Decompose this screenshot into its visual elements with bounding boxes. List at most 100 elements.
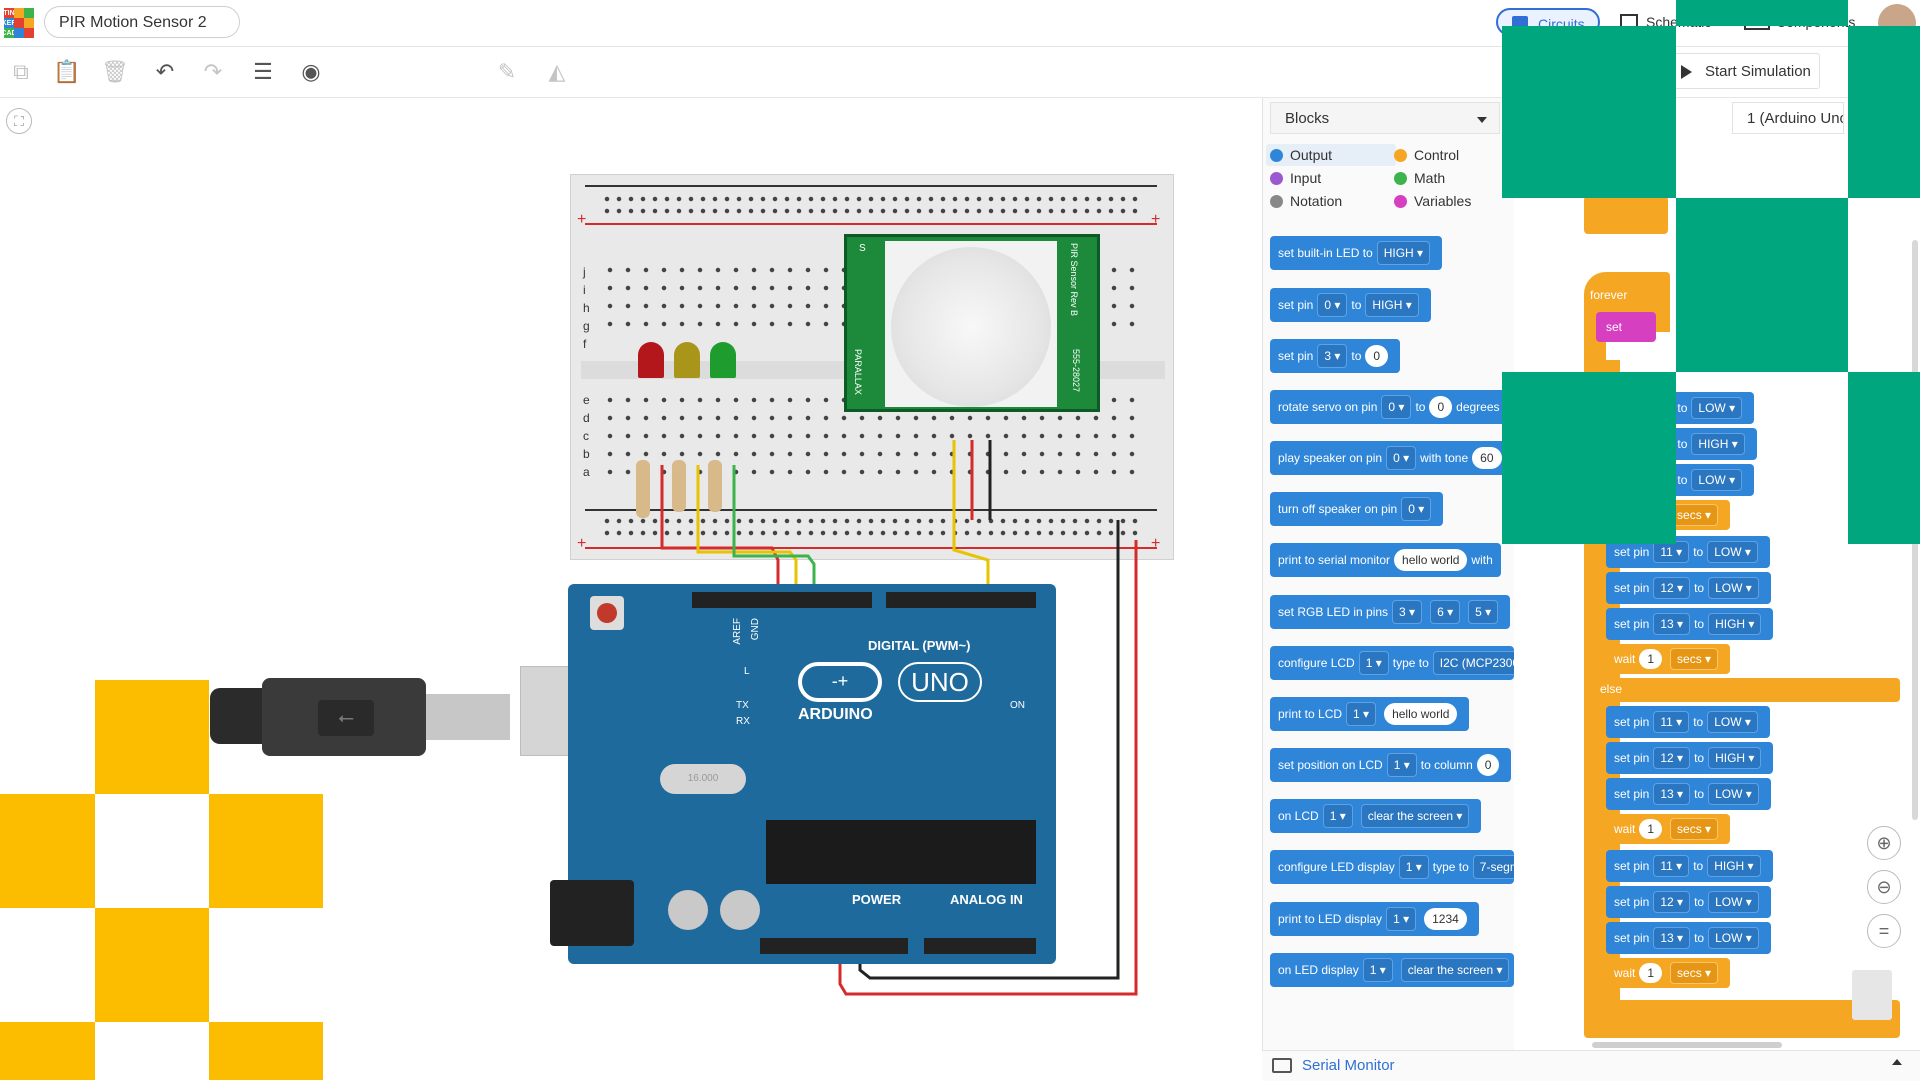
- pin-dropdown[interactable]: 11 ▾: [1653, 541, 1690, 563]
- value-dropdown[interactable]: HIGH ▾: [1708, 747, 1762, 769]
- block-dropdown[interactable]: 5 ▾: [1468, 600, 1499, 624]
- block-dropdown[interactable]: 0 ▾: [1401, 497, 1432, 521]
- note-icon[interactable]: ☰: [253, 59, 273, 84]
- block-dropdown[interactable]: 1 ▾: [1346, 702, 1377, 726]
- resistor[interactable]: [708, 460, 722, 512]
- block-dropdown[interactable]: 1 ▾: [1358, 651, 1389, 675]
- block-dropdown[interactable]: 1 ▾: [1362, 958, 1393, 982]
- block-input[interactable]: 0: [1476, 754, 1500, 776]
- wait-input[interactable]: 1: [1639, 963, 1663, 983]
- block-dropdown[interactable]: HIGH ▾: [1365, 293, 1419, 317]
- tinkercad-logo[interactable]: TIN KER CAD: [1, 8, 34, 38]
- zoom-in-icon[interactable]: ⊕: [1867, 826, 1901, 860]
- value-dropdown[interactable]: LOW ▾: [1691, 397, 1743, 419]
- zoom-reset-icon[interactable]: =: [1867, 914, 1901, 948]
- wait-input[interactable]: 1: [1639, 819, 1663, 839]
- pin-dropdown[interactable]: 11 ▾: [1653, 711, 1690, 733]
- pin-dropdown[interactable]: 12 ▾: [1653, 577, 1691, 599]
- pin-dropdown[interactable]: 13 ▾: [1653, 927, 1691, 949]
- workspace-scrollbar[interactable]: [1592, 1042, 1782, 1048]
- mirror-icon[interactable]: ✎: [497, 59, 517, 84]
- block-input[interactable]: 1234: [1424, 908, 1467, 930]
- block-dropdown[interactable]: 7-segment ▾: [1472, 855, 1514, 879]
- block-input[interactable]: 0: [1365, 345, 1389, 367]
- pin-dropdown[interactable]: 11 ▾: [1653, 855, 1690, 877]
- paste-icon[interactable]: 📋: [53, 59, 81, 84]
- value-dropdown[interactable]: LOW ▾: [1708, 891, 1759, 913]
- value-dropdown[interactable]: LOW ▾: [1707, 711, 1758, 733]
- value-dropdown[interactable]: LOW ▾: [1708, 783, 1759, 805]
- block-dropdown[interactable]: 6 ▾: [1430, 600, 1461, 624]
- start-simulation-button[interactable]: Start Simulation: [1664, 53, 1820, 89]
- block-dropdown[interactable]: I2C (MCP23008) ▾: [1432, 651, 1514, 675]
- pir-sensor[interactable]: S PARALLAX 555-28027 PIR Sensor Rev B: [844, 234, 1100, 412]
- value-dropdown[interactable]: LOW ▾: [1708, 927, 1759, 949]
- top-orange-block[interactable]: [1584, 196, 1668, 234]
- pin-dropdown[interactable]: 13 ▾: [1653, 613, 1691, 635]
- fit-view-icon[interactable]: ⛶: [6, 108, 32, 134]
- serial-monitor-bar[interactable]: Serial Monitor: [1262, 1050, 1920, 1081]
- block-input[interactable]: 0: [1429, 396, 1453, 418]
- block-dropdown[interactable]: 1 ▾: [1386, 907, 1417, 931]
- category-notation[interactable]: Notation: [1266, 190, 1396, 212]
- category-output[interactable]: Output: [1266, 144, 1396, 166]
- set-block[interactable]: set: [1596, 312, 1656, 342]
- value-dropdown[interactable]: HIGH ▾: [1691, 433, 1745, 455]
- category-input[interactable]: Input: [1266, 167, 1396, 189]
- flip-icon[interactable]: ◭: [548, 59, 566, 84]
- undo-icon[interactable]: ↶: [155, 59, 175, 84]
- code-mode-select[interactable]: Blocks: [1270, 102, 1500, 134]
- block-dropdown[interactable]: 1 ▾: [1386, 753, 1417, 777]
- value-dropdown[interactable]: HIGH ▾: [1708, 613, 1762, 635]
- wait-unit-dropdown[interactable]: secs ▾: [1670, 818, 1719, 840]
- block-dropdown[interactable]: HIGH ▾: [1376, 241, 1431, 265]
- project-title-field[interactable]: PIR Motion Sensor 2: [44, 6, 240, 38]
- block-dropdown[interactable]: 0 ▾: [1381, 395, 1412, 419]
- device-select[interactable]: 1 (Arduino Uno R3): [1732, 102, 1844, 134]
- led-yellow[interactable]: [674, 342, 700, 378]
- wait-unit-dropdown[interactable]: secs ▾: [1670, 648, 1719, 670]
- resistor[interactable]: [636, 460, 650, 518]
- block-dropdown[interactable]: 0 ▾: [1386, 446, 1417, 470]
- block-dropdown[interactable]: clear the screen ▾: [1360, 804, 1470, 828]
- resistor[interactable]: [672, 460, 686, 512]
- block-dropdown[interactable]: 0 ▾: [1317, 293, 1348, 317]
- category-control[interactable]: Control: [1390, 144, 1520, 166]
- block-input[interactable]: hello world: [1394, 549, 1468, 571]
- value-dropdown[interactable]: LOW ▾: [1691, 469, 1743, 491]
- category-variables[interactable]: Variables: [1390, 190, 1520, 212]
- value-dropdown[interactable]: LOW ▾: [1708, 577, 1759, 599]
- trash-icon[interactable]: [1852, 970, 1892, 1020]
- redo-icon[interactable]: ↷: [203, 59, 223, 84]
- value-dropdown[interactable]: LOW ▾: [1707, 541, 1758, 563]
- pin-dropdown[interactable]: 12 ▾: [1653, 891, 1691, 913]
- arduino-uno-board[interactable]: AREF GND DIGITAL (PWM~) L TX RX -+ UNO A…: [550, 584, 1056, 964]
- pin-dropdown[interactable]: 13 ▾: [1653, 783, 1691, 805]
- value-dropdown[interactable]: HIGH ▾: [1707, 855, 1761, 877]
- block-input[interactable]: 60: [1472, 447, 1502, 469]
- block-dropdown[interactable]: 1 ▾: [1398, 855, 1429, 879]
- copy-icon[interactable]: ⧉: [13, 59, 29, 84]
- block-dropdown[interactable]: 1 ▾: [1322, 804, 1353, 828]
